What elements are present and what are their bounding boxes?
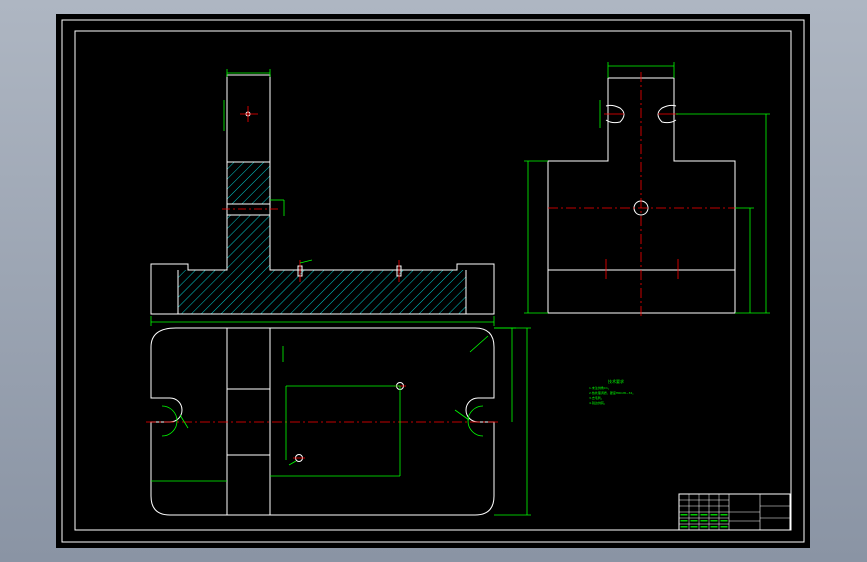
dim-radius-leader-r [454,409,470,421]
tb-label-cell [700,520,708,522]
hatch-base [178,270,466,314]
tech-note-line-4: 4.锐边倒钝。 [589,400,607,405]
tb-label-cell [690,514,698,516]
dim-hole-lower-leader [288,460,297,466]
hatch-slot-gap [227,204,270,215]
dim-hole-leader [299,259,313,264]
tb-label-cell [720,526,728,528]
tb-label-cell [710,526,718,528]
tb-label-cell [720,514,728,516]
tb-label-cell [710,520,718,522]
outer-border [61,19,805,543]
tech-note-line-1: 1.未注倒角C1。 [589,385,611,390]
tb-label-cell [720,520,728,522]
dim-radius-leader-tr [469,335,489,353]
tb-label-cell [680,526,688,528]
tb-label-cell [710,514,718,516]
hatch-stem [227,162,270,270]
tb-label-cell [680,514,688,516]
tech-note-line-2: 2.热处理调质，硬度HRC28~32。 [589,390,635,395]
cross-slot [226,203,271,216]
title-block-fills [680,514,728,528]
tb-label-cell [700,514,708,516]
title-block [678,493,791,531]
top-plan-view [146,327,531,516]
pin-left [605,104,625,124]
title-block-grid [679,494,729,530]
slot-arc-left [161,405,178,437]
tech-note-line-3: 3.去毛刺。 [589,395,604,400]
pin-right [657,104,677,124]
side-view [524,62,770,318]
technical-notes: 技术要求 1.未注倒角C1。 2.热处理调质，硬度HRC28~32。 3.去毛刺… [589,378,635,405]
front-outline [150,74,495,315]
tb-label-cell [680,520,688,522]
tb-label-cell [690,526,698,528]
dim-radius-leader-l [179,414,189,429]
slot-arc-right [467,405,484,437]
tb-label-cell [690,520,698,522]
top-outline [150,327,495,516]
tb-label-cell [700,526,708,528]
front-section-view [150,69,495,326]
inner-frame [74,30,792,531]
tech-notes-title: 技术要求 [608,378,624,384]
